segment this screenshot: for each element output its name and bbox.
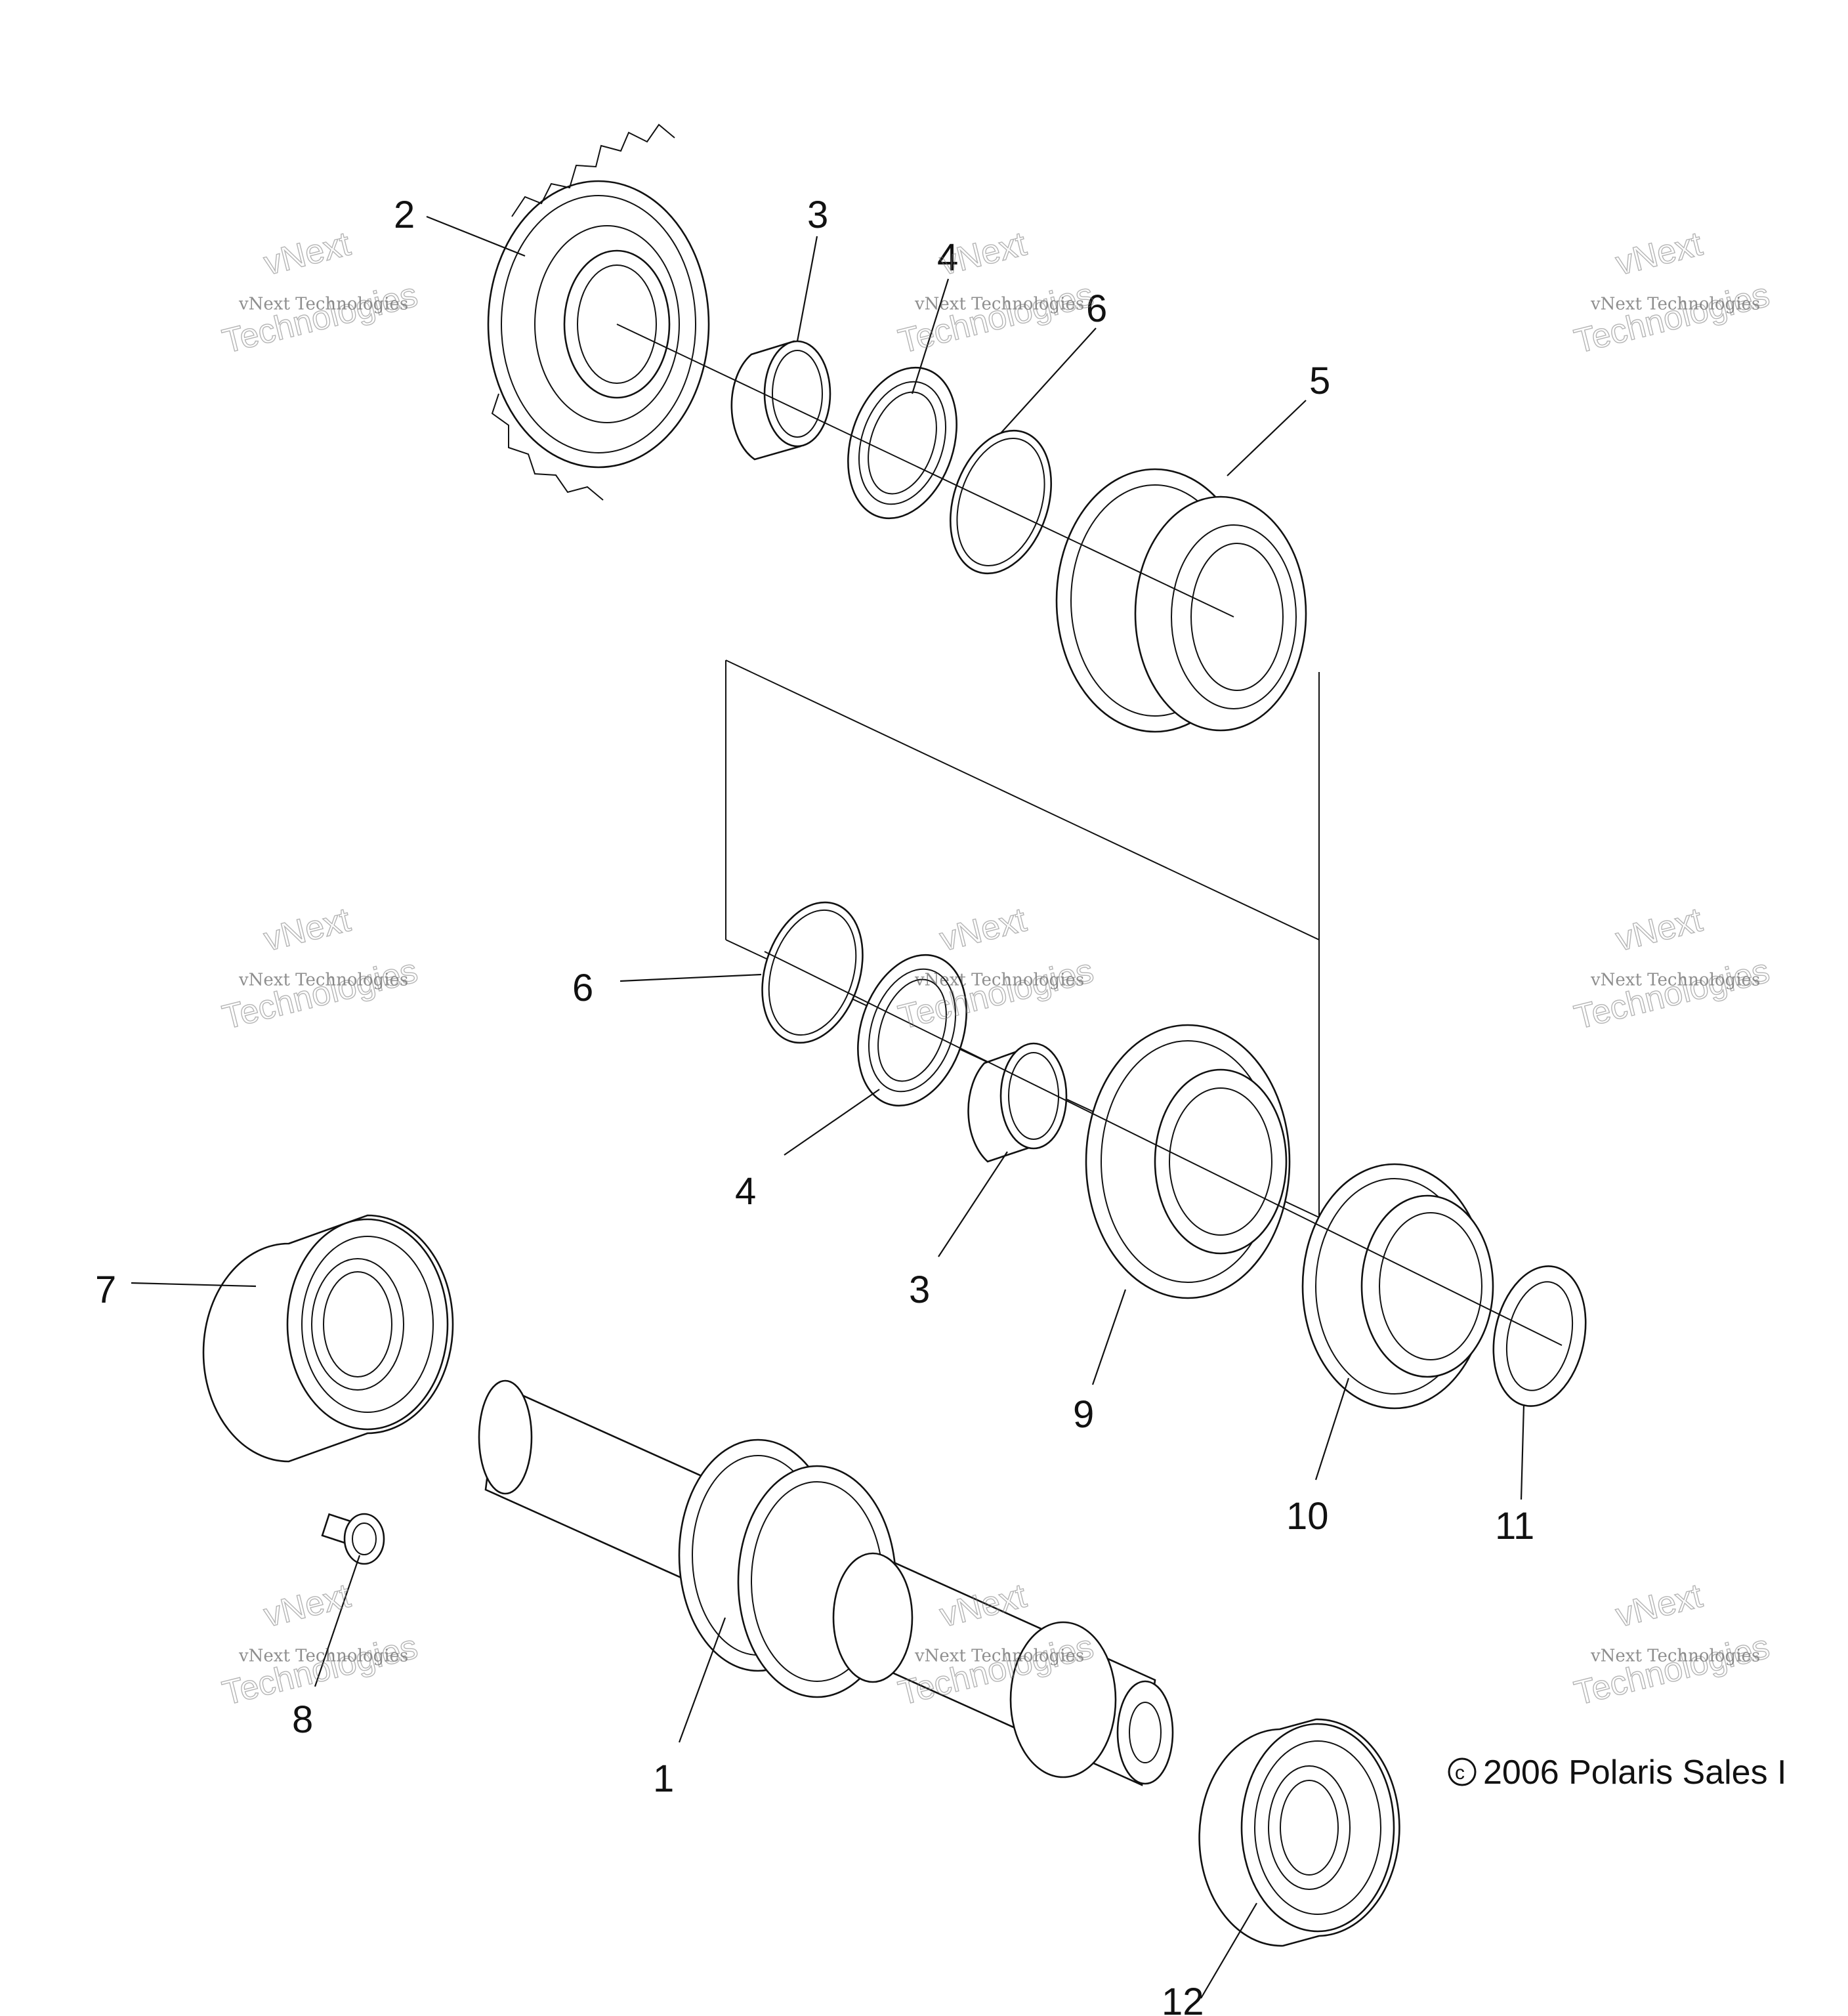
svg-text:Technologies: Technologies	[219, 952, 421, 1037]
part-9-gear	[1085, 1024, 1291, 1299]
watermark-4: vNext vNext Technologies Technologies	[219, 900, 422, 1038]
svg-text:vNext Technologies: vNext Technologies	[1590, 295, 1760, 314]
callout-3-upper: 3	[807, 194, 828, 236]
svg-text:vNext: vNext	[1612, 1576, 1707, 1635]
part-6-snap-ring-lower	[761, 901, 864, 1044]
svg-text:Technologies: Technologies	[894, 276, 1097, 361]
svg-text:vNext: vNext	[1612, 224, 1707, 283]
watermark-2: vNext vNext Technologies Technologies	[894, 224, 1098, 362]
watermark-6: vNext vNext Technologies Technologies	[1570, 900, 1774, 1038]
part-6-snap-ring-upper	[949, 429, 1053, 575]
part-1-shaft	[478, 1379, 1174, 1786]
svg-text:vNext Technologies: vNext Technologies	[1590, 971, 1760, 990]
copyright-text: 2006 Polaris Sales I	[1483, 1754, 1787, 1792]
callout-7: 7	[95, 1269, 116, 1311]
svg-text:vNext Technologies: vNext Technologies	[238, 971, 408, 990]
svg-text:vNext: vNext	[261, 1576, 355, 1635]
svg-text:Technologies: Technologies	[1570, 276, 1773, 361]
svg-text:vNext: vNext	[261, 900, 355, 959]
svg-text:vNext: vNext	[936, 224, 1031, 283]
part-12-bearing	[1198, 1718, 1400, 1947]
svg-text:Technologies: Technologies	[1570, 1628, 1773, 1713]
svg-text:Technologies: Technologies	[219, 276, 421, 361]
callout-3-lower: 3	[909, 1269, 930, 1311]
svg-text:vNext Technologies: vNext Technologies	[914, 295, 1084, 314]
callout-4-lower: 4	[735, 1170, 756, 1213]
svg-text:vNext: vNext	[1612, 900, 1707, 959]
svg-text:Technologies: Technologies	[219, 1628, 421, 1713]
callout-2: 2	[394, 194, 415, 236]
watermark-7: vNext vNext Technologies Technologies	[219, 1576, 422, 1713]
svg-text:vNext: vNext	[261, 224, 355, 283]
part-8-bolt	[321, 1513, 385, 1565]
watermark-9: vNext vNext Technologies Technologies	[1570, 1576, 1774, 1713]
svg-text:vNext: vNext	[936, 900, 1031, 959]
part-11-washer	[1492, 1265, 1587, 1407]
part-7-bearing	[202, 1214, 454, 1463]
svg-text:Technologies: Technologies	[1570, 952, 1773, 1037]
callout-12: 12	[1162, 1981, 1204, 2016]
watermark-3: vNext vNext Technologies Technologies	[1570, 224, 1774, 362]
callout-6-upper: 6	[1086, 287, 1107, 330]
callout-9: 9	[1073, 1393, 1094, 1436]
callout-5: 5	[1309, 360, 1330, 402]
svg-text:vNext Technologies: vNext Technologies	[914, 1647, 1084, 1666]
svg-text:vNext Technologies: vNext Technologies	[1590, 1647, 1760, 1666]
part-2-gear	[487, 123, 710, 501]
svg-text:vNext Technologies: vNext Technologies	[238, 295, 408, 314]
part-3-bushing-lower	[967, 1042, 1068, 1163]
copyright-c: c	[1455, 1762, 1465, 1784]
callout-labels: 2 3 4 6 5 6 4 3 9 10 11 7 8 1 12	[95, 194, 1534, 2016]
callout-10: 10	[1286, 1495, 1329, 1538]
part-4-washer-lower	[857, 954, 967, 1107]
watermarks: vNext vNext Technologies Technologies vN…	[219, 224, 1774, 1713]
part-4-washer-upper	[847, 366, 957, 520]
copyright-notice: c 2006 Polaris Sales I	[1448, 1754, 1787, 1792]
callout-4-upper: 4	[937, 236, 958, 279]
leader-lines	[131, 215, 1525, 1999]
part-10-gear	[1301, 1163, 1494, 1410]
svg-text:vNext Technologies: vNext Technologies	[914, 971, 1084, 990]
part-5-sliding-gear	[1055, 468, 1307, 733]
callout-8: 8	[292, 1698, 313, 1741]
callout-6-lower: 6	[572, 967, 593, 1009]
copyright-icon	[1448, 1757, 1477, 1786]
part-3-bushing-upper	[730, 340, 831, 461]
callout-1: 1	[653, 1757, 674, 1800]
watermark-1: vNext vNext Technologies Technologies	[219, 224, 422, 362]
callout-11: 11	[1495, 1505, 1534, 1547]
svg-text:vNext Technologies: vNext Technologies	[238, 1647, 408, 1666]
